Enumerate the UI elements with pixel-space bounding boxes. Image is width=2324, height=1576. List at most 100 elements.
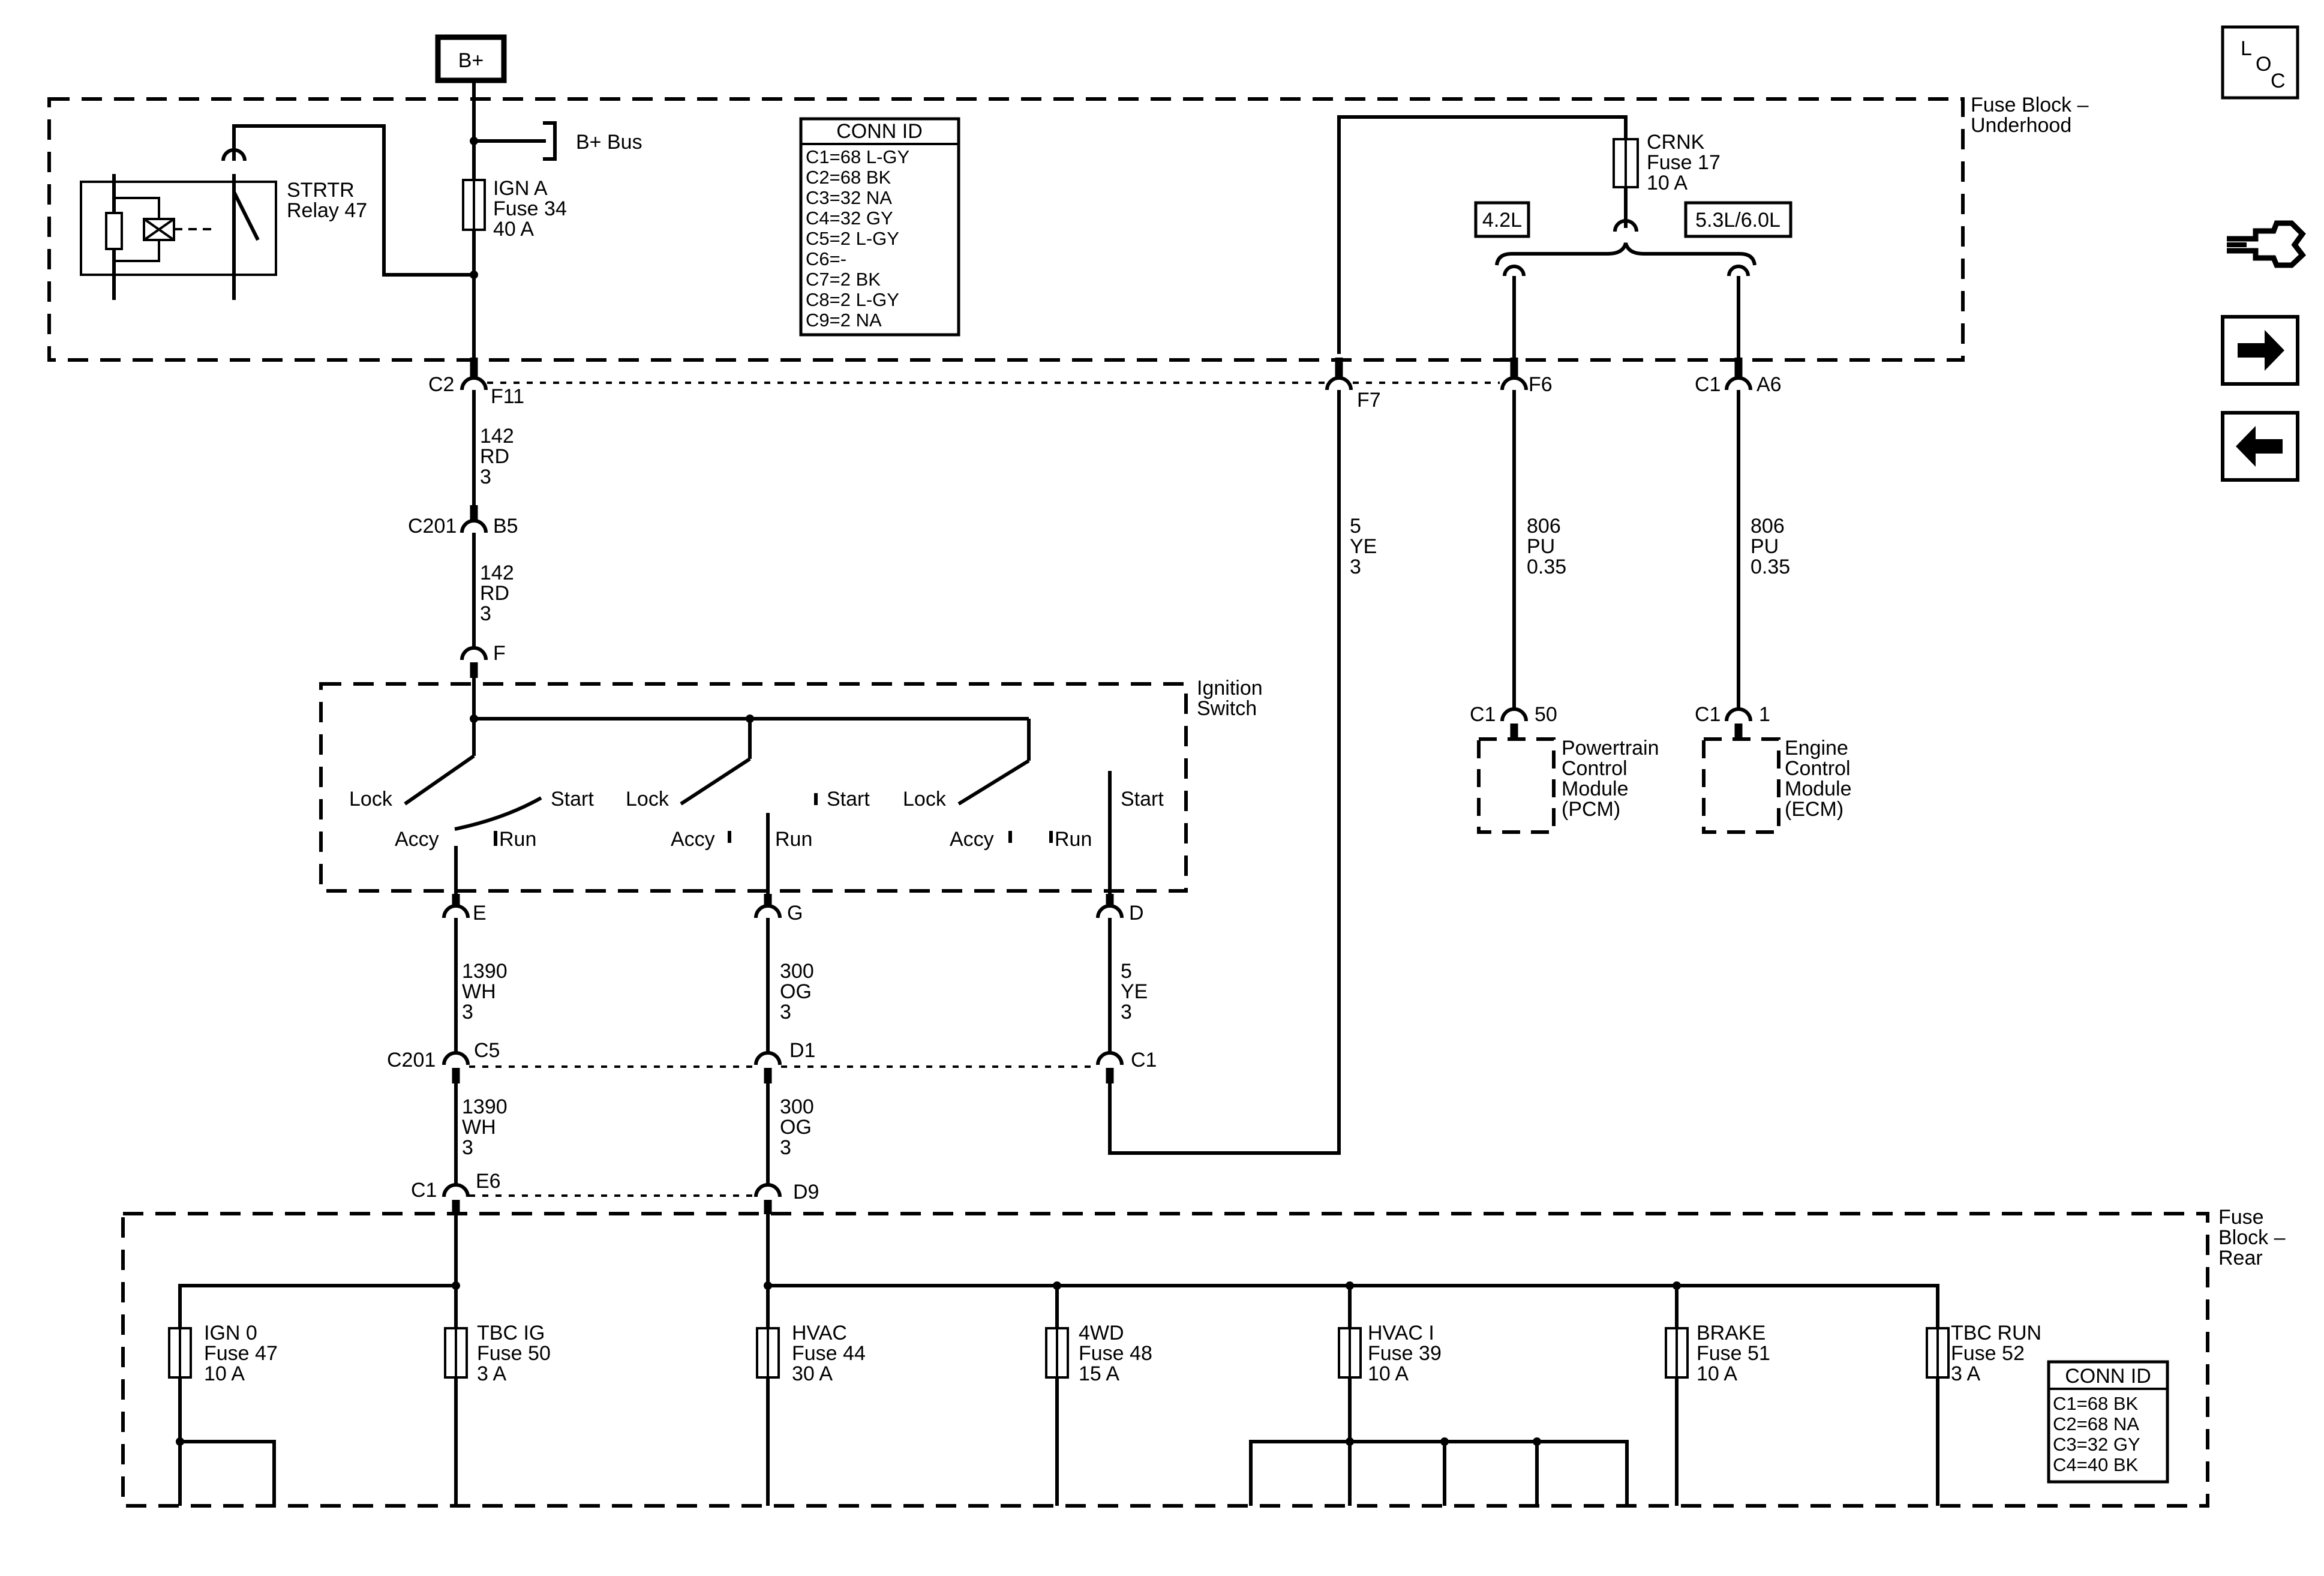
c201-d1-label: D1 xyxy=(789,1039,815,1062)
engine-option-42l: 4.2L xyxy=(1482,209,1522,232)
pcm-pin-label: 50 xyxy=(1535,703,1557,726)
previous-page-arrow-icon[interactable] xyxy=(2221,411,2299,482)
switch-c-contact xyxy=(957,759,1030,806)
ignition-switch-boundary xyxy=(319,682,1188,893)
switch-c-lock: Lock xyxy=(903,788,947,810)
bplus-bus-label: B+ Bus xyxy=(576,131,642,154)
relay-feed-junction xyxy=(470,271,478,279)
relay-coil-x2 xyxy=(143,218,175,241)
c201-c1-label: C1 xyxy=(1131,1049,1157,1071)
c201-b5-female xyxy=(460,519,488,533)
loc-letter-l: L xyxy=(2241,37,2252,60)
pcm-pin-female xyxy=(1500,707,1528,722)
switch-b-lock: Lock xyxy=(626,788,669,810)
switch-d-female xyxy=(1096,904,1124,918)
c201-c1-female xyxy=(1096,1051,1124,1065)
rear-bus-og-junction-c xyxy=(1346,1281,1354,1290)
rear-hvaci-junction-a xyxy=(1346,1437,1354,1446)
fuse-block-rear-boundary xyxy=(121,1212,2209,1508)
switch-b-contact xyxy=(680,757,751,806)
starter-relay-label: STRTR Relay 47 xyxy=(287,179,367,222)
rear-d9-label: D9 xyxy=(793,1181,819,1203)
switch-a-lock: Lock xyxy=(349,788,393,810)
ign-a-fuse-label: IGN A Fuse 34 40 A xyxy=(493,177,572,241)
pin-f11-label: F11 xyxy=(491,385,524,408)
rear-bus-og-junction-d xyxy=(1673,1281,1681,1290)
wire-5-ye-b-label: 5 YE 3 xyxy=(1350,515,1383,578)
conn-id-underhood-title: CONN ID xyxy=(836,120,923,143)
crnk-option-split xyxy=(1613,219,1638,232)
switch-g-female xyxy=(754,904,782,918)
engine-option-53l: 5.3L/6.0L xyxy=(1695,209,1780,232)
location-view-button[interactable]: L O C xyxy=(2221,25,2299,100)
rear-ign0-junction xyxy=(176,1437,184,1446)
wire-5-ye-b xyxy=(1108,390,1341,1155)
pin-f7-label: F7 xyxy=(1357,389,1381,412)
rear-hvaci-junction-b xyxy=(1440,1437,1449,1446)
conn-id-underhood-table: CONN ID C1=68 L-GY C2=68 BK C3=32 NA C4=… xyxy=(799,117,960,337)
switch-c-start: Start xyxy=(1121,788,1164,810)
c201-c5-label: C5 xyxy=(474,1039,500,1062)
conn-id-rear-title: CONN ID xyxy=(2065,1365,2151,1388)
wire-806-pu-ecm-label: 806 PU 0.35 xyxy=(1750,515,1790,578)
loc-letter-c: C xyxy=(2271,70,2286,92)
relay-coil-wire-top xyxy=(113,197,160,219)
wire-300-og-a-label: 300 OG 3 xyxy=(780,960,819,1023)
ignition-switch-label: Ignition Switch xyxy=(1197,677,1268,720)
rear-c1-label: C1 xyxy=(411,1179,437,1202)
fuse-block-underhood-boundary xyxy=(47,97,1965,362)
conn-id-rear-table: CONN ID C1=68 BK C2=68 NA C3=32 GY C4=40… xyxy=(2047,1360,2169,1484)
conn-id-rear-rows: C1=68 BK C2=68 NA C3=32 GY C4=40 BK xyxy=(2053,1393,2145,1475)
switch-b-start: Start xyxy=(827,788,870,810)
rear-bus-og-junction-a xyxy=(764,1281,772,1290)
pcm-module-label: Powertrain Control Module (PCM) xyxy=(1562,737,1665,821)
loc-letter-o: O xyxy=(2256,53,2271,76)
bplus-label: B+ xyxy=(458,49,484,72)
opt-42l-cap xyxy=(1503,265,1526,277)
relay-resistor xyxy=(105,212,123,250)
rear-bus-og-junction-b xyxy=(1053,1281,1061,1290)
next-page-arrow-icon[interactable] xyxy=(2221,315,2299,386)
c201-b5-label: B5 xyxy=(493,515,518,538)
switch-a-contact xyxy=(404,754,475,806)
switch-c-accy: Accy xyxy=(950,828,994,851)
switch-f-label: F xyxy=(493,642,506,665)
c201-c5-female xyxy=(442,1051,470,1065)
relay-contact xyxy=(232,191,260,241)
rear-e6-label: E6 xyxy=(476,1170,501,1193)
pin-a6-label: A6 xyxy=(1756,373,1782,396)
wire-5-ye-a-label: 5 YE 3 xyxy=(1121,960,1154,1023)
crnk-fuse-label: CRNK Fuse 17 10 A xyxy=(1647,131,1726,194)
relay-feed-wire xyxy=(232,124,474,277)
bplus-bus-bracket xyxy=(543,121,557,161)
wire-1390-wh-b-label: 1390 WH 3 xyxy=(462,1095,513,1159)
engine-option-53l-box xyxy=(1684,201,1792,238)
rear-hvaci-junction-c xyxy=(1533,1437,1541,1446)
c201-top-label: C201 xyxy=(408,515,457,538)
rear-hvaci-distribution xyxy=(1249,1440,1629,1506)
switch-f-female xyxy=(460,646,488,661)
connector-c1-label: C1 xyxy=(1695,373,1721,396)
fuse-block-rear-label: Fuse Block – Rear xyxy=(2218,1206,2291,1269)
wire-142-rd-b-label: 142 RD 3 xyxy=(480,562,520,625)
opt-53l-cap xyxy=(1727,265,1750,277)
switch-a-accy: Accy xyxy=(395,828,439,851)
switch-b-accy: Accy xyxy=(671,828,715,851)
bplus-box xyxy=(435,34,507,83)
engine-option-42l-box xyxy=(1474,201,1530,238)
connector-swap-icon[interactable] xyxy=(2227,220,2307,268)
switch-bus-junction-a xyxy=(470,715,478,723)
rear-bus-wh-junction xyxy=(452,1281,460,1290)
pin-f7-female xyxy=(1325,376,1353,391)
wire-300-og-b-label: 300 OG 3 xyxy=(780,1095,819,1159)
crnk-feed-wire xyxy=(1337,115,1628,354)
pcm-conn-label: C1 xyxy=(1470,703,1496,726)
